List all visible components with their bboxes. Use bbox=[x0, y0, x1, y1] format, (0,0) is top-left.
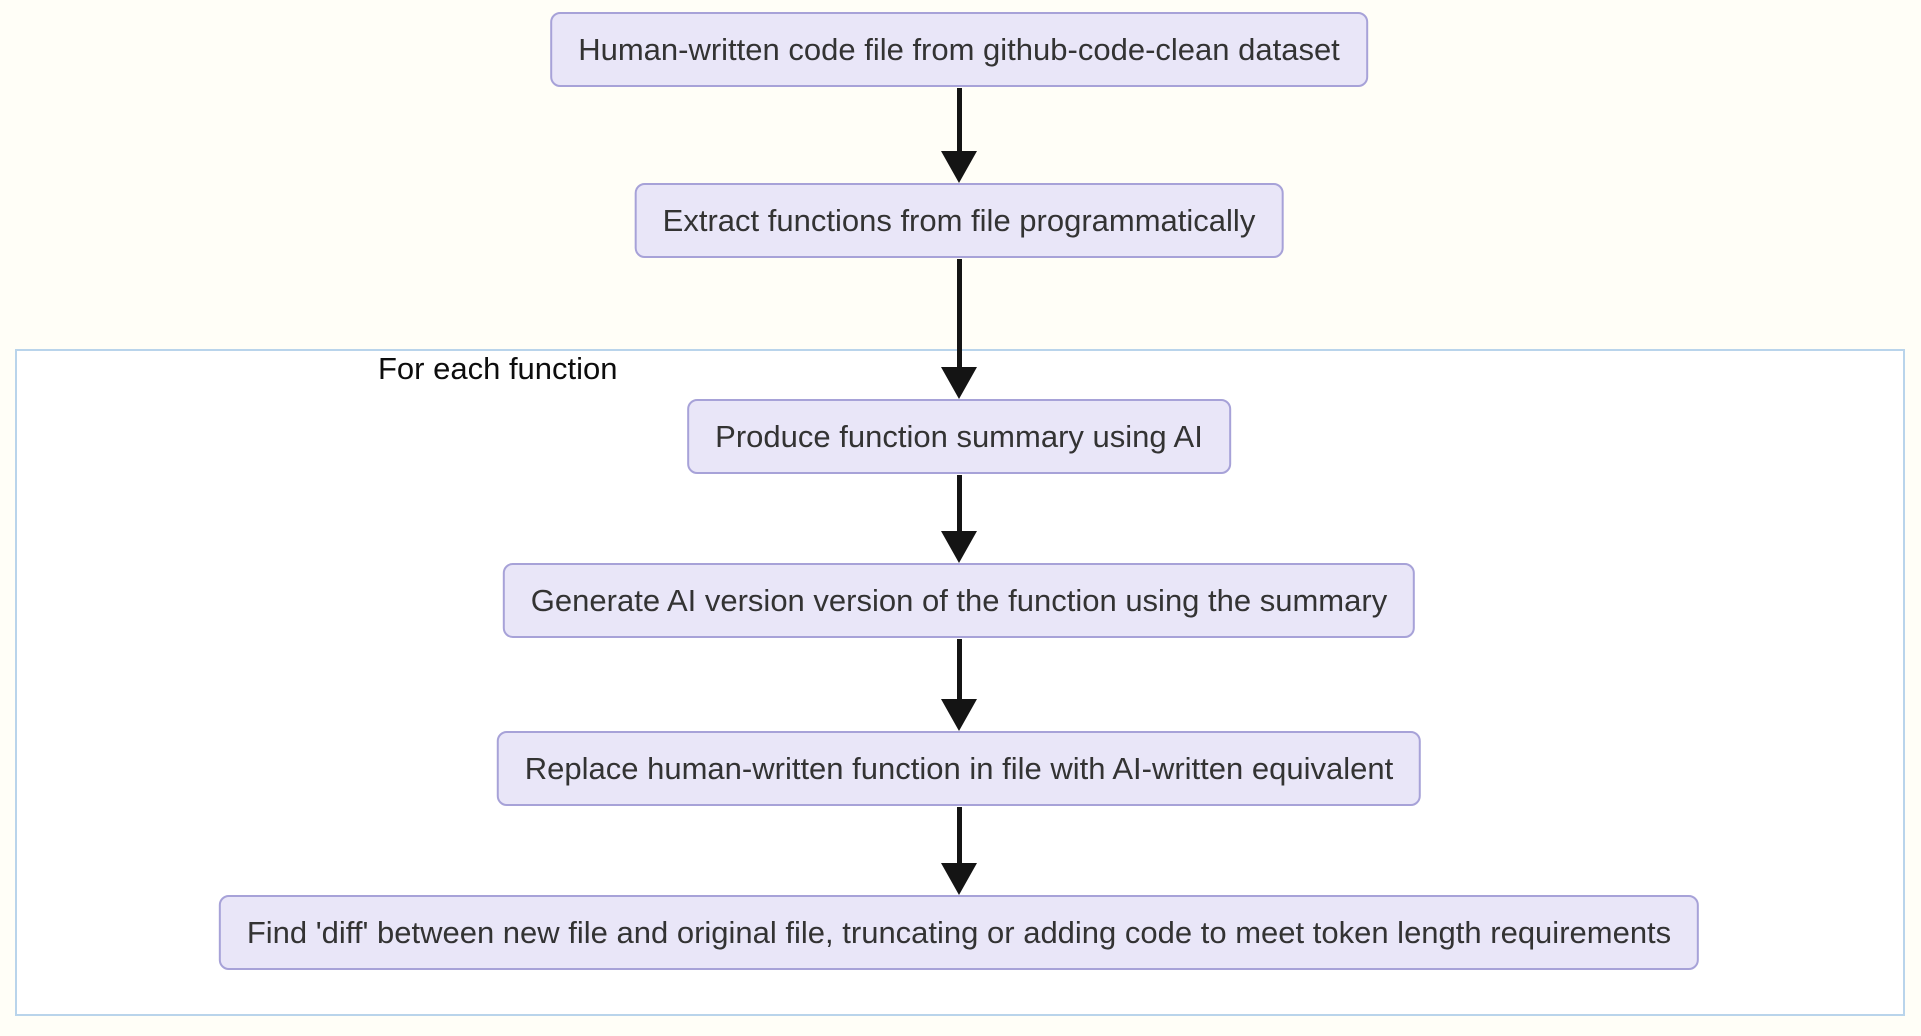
node-generate-ai-version: Generate AI version version of the funct… bbox=[502, 563, 1416, 639]
flow-arrow bbox=[940, 639, 978, 731]
node-find-diff: Find 'diff' between new file and origina… bbox=[218, 895, 1700, 971]
arrow-shaft bbox=[956, 807, 962, 871]
arrowhead-down-icon bbox=[941, 151, 977, 183]
node-extract-functions: Extract functions from file programmatic… bbox=[634, 183, 1284, 259]
arrow-shaft bbox=[956, 88, 962, 159]
arrowhead-down-icon bbox=[941, 863, 977, 895]
arrow-shaft bbox=[956, 639, 962, 707]
arrow-shaft bbox=[956, 259, 962, 375]
arrow-shaft bbox=[956, 475, 962, 539]
node-replace-function: Replace human-written function in file w… bbox=[496, 731, 1422, 807]
arrowhead-down-icon bbox=[941, 367, 977, 399]
flow-arrow bbox=[940, 807, 978, 895]
flow-arrow bbox=[940, 88, 978, 183]
group-label: For each function bbox=[378, 351, 618, 386]
arrowhead-down-icon bbox=[941, 699, 977, 731]
node-produce-summary: Produce function summary using AI bbox=[687, 399, 1231, 475]
arrowhead-down-icon bbox=[941, 531, 977, 563]
flow-arrow bbox=[940, 259, 978, 399]
node-human-code-file: Human-written code file from github-code… bbox=[550, 12, 1368, 88]
flow-arrow bbox=[940, 475, 978, 563]
